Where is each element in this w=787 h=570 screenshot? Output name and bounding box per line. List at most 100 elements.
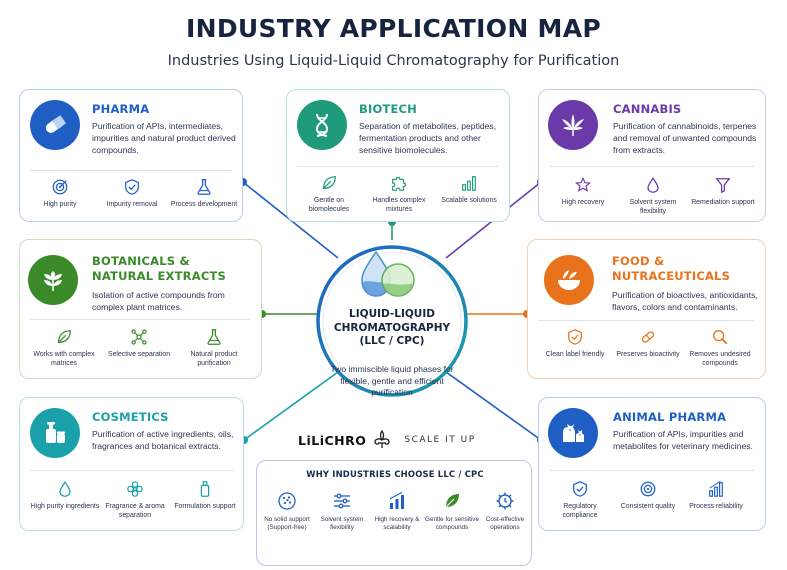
card-desc-cosmetics: Purification of active ingredients, oils…: [92, 429, 234, 452]
feature-pharma-0: High purity: [25, 178, 95, 209]
card-desc-animal-pharma: Purification of APIs, impurities and met…: [613, 429, 753, 452]
card-desc-cannabis: Purification of cannabinoids, terpenes a…: [613, 121, 757, 156]
feature-animal-pharma-2: Process reliability: [681, 480, 751, 511]
droplet-icon: [647, 177, 659, 193]
sliders-icon: [334, 493, 350, 509]
center-hub: [316, 245, 468, 397]
card-botanicals: BOTANICALS & NATURAL EXTRACTS Isolation …: [19, 239, 262, 379]
card-cosmetics: COSMETICS Purification of active ingredi…: [19, 397, 244, 531]
star-icon: [575, 176, 591, 192]
feature-cannabis-2: Remediation support: [688, 176, 758, 207]
pill-icon: [30, 100, 80, 150]
card-title-biotech: BIOTECH: [359, 102, 417, 116]
brand-tagline: SCALE IT UP: [404, 435, 476, 445]
feature-cosmetics-2: Formulation support: [170, 480, 240, 511]
why-label: Solvent system flexibility: [320, 516, 364, 532]
card-desc-botanicals: Isolation of active compounds from compl…: [92, 290, 225, 313]
feature-pharma-1: Impurity removal: [97, 178, 167, 209]
feature-label: High purity: [43, 201, 77, 208]
why-label: No solid support (Support-free): [264, 516, 310, 532]
feature-biotech-1: Handles complex mixtures: [364, 174, 434, 214]
feature-animal-pharma-1: Consistent quality: [613, 480, 683, 511]
feature-cannabis-0: High recovery: [548, 176, 618, 207]
feature-food-0: Clean label friendly: [540, 328, 610, 359]
feature-label: Formulation support: [174, 503, 236, 510]
center-description: Two immiscible liquid phases for flexibl…: [330, 364, 454, 397]
brand-logo: LiLiCHRO SCALE IT UP: [298, 430, 476, 450]
card-biotech: BIOTECH Separation of metabolites, pepti…: [286, 89, 510, 222]
dots-circle-icon: [278, 492, 296, 510]
card-divider: [549, 166, 755, 167]
fleur-de-lis-icon: [374, 430, 391, 448]
feature-label: Fragrance & aroma separation: [105, 503, 165, 519]
feature-label: Process reliability: [689, 503, 743, 510]
card-animal-pharma: ANIMAL PHARMA Purification of APIs, impu…: [538, 397, 766, 531]
feature-label: Impurity removal: [106, 201, 158, 208]
leaf-icon: [322, 176, 336, 190]
feature-label: High recovery: [561, 199, 605, 206]
feature-label: Scalable solutions: [441, 197, 497, 204]
why-label: Gentle for sensitive compounds: [425, 516, 479, 532]
cannabis-leaf-icon: [548, 100, 598, 150]
shield-check-icon: [573, 481, 587, 497]
leaf-icon: [445, 494, 459, 508]
feature-label: Selective separation: [107, 351, 171, 358]
feature-pharma-2: Process development: [169, 178, 239, 209]
brand-name: LiLiCHRO: [298, 432, 367, 448]
card-divider: [297, 166, 499, 167]
card-cannabis: CANNABIS Purification of cannabinoids, t…: [538, 89, 766, 222]
card-divider: [30, 319, 251, 320]
card-title-food: FOOD & NUTRACEUTICALS: [612, 254, 731, 283]
magnifier-icon: [713, 330, 728, 345]
card-divider: [538, 320, 755, 321]
dog-cat-icon: [548, 408, 598, 458]
why-item-0: No solid support (Support-free): [259, 491, 315, 532]
tube-icon: [200, 481, 210, 497]
bar-chart-icon: [709, 480, 723, 497]
feature-label: Natural product purification: [190, 351, 238, 367]
card-pharma: PHARMA Purification of APIs, intermediat…: [19, 89, 243, 222]
droplet-icon: [361, 250, 415, 297]
feature-cannabis-1: Solvent system flexibility: [618, 176, 688, 216]
why-item-1: Solvent system flexibility: [314, 491, 370, 532]
target-icon: [640, 481, 656, 497]
feature-botanicals-0: Works with complex matrices: [29, 328, 99, 368]
plant-icon: [28, 255, 78, 305]
feature-animal-pharma-0: Regulatory compliance: [545, 480, 615, 520]
feature-cosmetics-0: High purity ingredients: [30, 480, 100, 511]
feature-label: Regulatory compliance: [562, 503, 598, 519]
bottle-icon: [30, 408, 80, 458]
feature-label: High purity ingredients: [30, 503, 100, 510]
why-item-2: High recovery & scalability: [369, 491, 425, 532]
why-title: WHY INDUSTRIES CHOOSE LLC / CPC: [306, 469, 484, 479]
feature-food-1: Preserves bioactivity: [613, 328, 683, 359]
card-title-animal-pharma: ANIMAL PHARMA: [613, 410, 727, 424]
funnel-icon: [715, 178, 731, 194]
molecule-icon: [131, 329, 147, 345]
page-title: INDUSTRY APPLICATION MAP: [186, 14, 601, 43]
card-divider: [30, 170, 232, 171]
bar-chart-icon: [389, 492, 404, 509]
feature-cosmetics-1: Fragrance & aroma separation: [100, 480, 170, 520]
card-divider: [30, 470, 233, 471]
card-title-pharma: PHARMA: [92, 102, 150, 116]
card-title-botanicals: BOTANICALS & NATURAL EXTRACTS: [92, 254, 226, 283]
feature-label: Handles complex mixtures: [372, 197, 426, 213]
why-item-4: Cost-effective operations: [477, 491, 533, 532]
feature-biotech-0: Gentle on biomolecules: [294, 174, 364, 214]
flower-icon: [127, 481, 143, 497]
flask-icon: [197, 179, 211, 195]
why-label: High recovery & scalability: [374, 516, 420, 532]
why-label: Cost-effective operations: [485, 516, 525, 532]
feature-label: Preserves bioactivity: [616, 351, 680, 358]
card-desc-pharma: Purification of APIs, intermediates, imp…: [92, 121, 236, 156]
page-subtitle: Industries Using Liquid-Liquid Chromatog…: [167, 53, 620, 69]
bowl-icon: [544, 255, 594, 305]
shield-check-icon: [568, 329, 582, 345]
feature-biotech-2: Scalable solutions: [434, 174, 504, 205]
feature-botanicals-1: Selective separation: [104, 328, 174, 359]
why-item-3: Gentle for sensitive compounds: [424, 491, 480, 532]
bar-chart-icon: [462, 176, 476, 191]
feature-label: Remediation support: [691, 199, 755, 206]
capsule-icon: [641, 331, 655, 343]
